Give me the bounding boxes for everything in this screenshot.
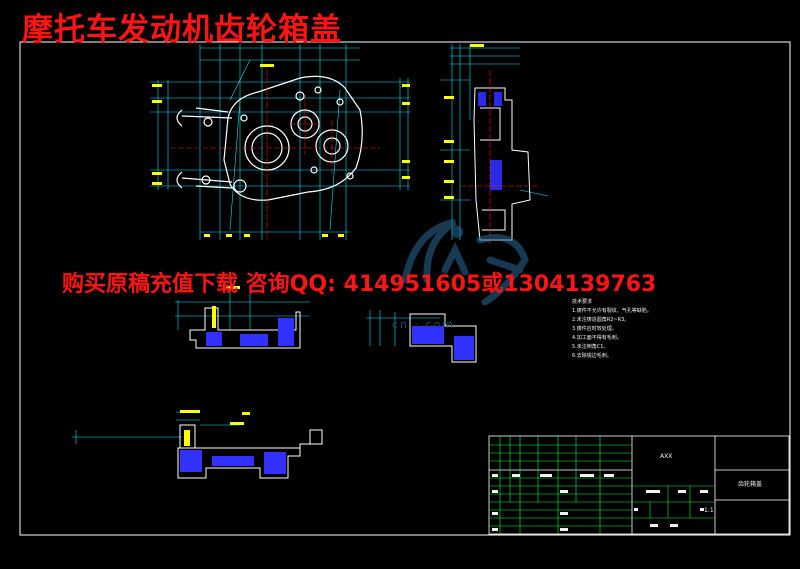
section-view-b	[366, 310, 477, 363]
purchase-contact-banner: 购买原稿充值下载 咨询QQ: 414951605或1304139763	[62, 272, 657, 297]
tech-note-heading: 技术要求	[572, 299, 593, 305]
title-block-part-name: 齿轮箱盖	[738, 480, 762, 488]
title-block-center-label: AXX	[660, 453, 672, 460]
watermark-logo	[401, 218, 529, 306]
technical-requirements: 技术要求 1.铸件不允许有裂纹、气孔等缺陷。 2.未注铸造圆角R2~R3。 3.…	[572, 298, 702, 361]
tech-note-line: 3.铸件应时效处理。	[572, 326, 617, 332]
front-view	[150, 44, 410, 240]
tech-note-line: 4.加工面不得有毛刺。	[572, 335, 622, 341]
title-block: AXX 齿轮箱盖 1:1	[488, 435, 790, 535]
drawing-frame	[19, 41, 791, 536]
watermark-text: cn · com	[392, 318, 456, 331]
section-view-a	[175, 286, 310, 349]
tech-note-line: 2.未注铸造圆角R2~R3。	[572, 317, 630, 323]
tech-note-line: 6.去除锐边毛刺。	[572, 353, 612, 359]
tech-note-line: 5.未注倒角C1。	[572, 344, 609, 350]
section-view-c	[72, 410, 323, 479]
tech-note-line: 1.铸件不允许有裂纹、气孔等缺陷。	[572, 308, 652, 314]
drawing-title-overlay: 摩托车发动机齿轮箱盖	[22, 12, 342, 48]
side-view	[440, 44, 549, 245]
title-block-scale: 1:1	[704, 507, 714, 514]
